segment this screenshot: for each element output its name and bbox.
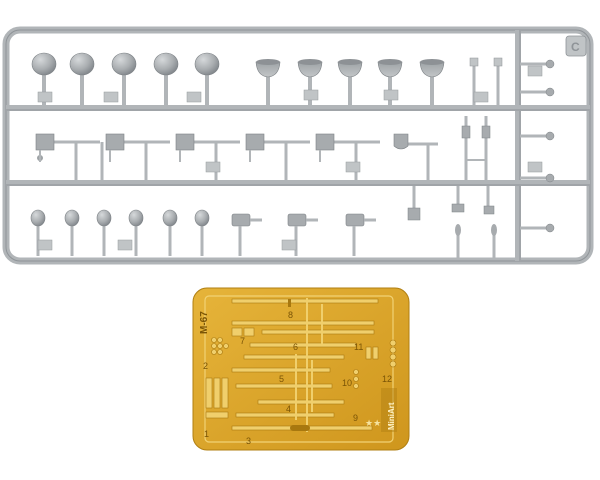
sprue-gate-tab: C	[565, 35, 587, 57]
grenade-row	[30, 209, 210, 256]
helmet-part	[186, 52, 220, 108]
grenade-part	[30, 209, 53, 256]
grenade-part	[117, 209, 144, 256]
digger-part	[35, 133, 104, 182]
vertical-tool-parts	[461, 116, 491, 180]
pe-number-6: 6	[293, 342, 298, 352]
photo-etch-fret: ★★ 1 2 3 4 5 6 7 8 9 10 11 12 M-67 MiniA…	[192, 287, 410, 451]
svg-text:MiniArt: MiniArt	[387, 402, 396, 430]
photo-etch-connectors	[295, 298, 323, 432]
side-tabs	[520, 59, 555, 233]
shovel-part	[393, 133, 438, 180]
digger-part	[315, 133, 380, 182]
miniart-logo: MiniArt	[381, 388, 397, 432]
pe-number-9: 9	[353, 413, 358, 423]
plastic-sprue: C	[2, 26, 594, 265]
pe-number-7: 7	[240, 336, 245, 346]
pe-number-2: 2	[203, 361, 208, 371]
photo-etch-strips	[231, 298, 379, 431]
pe-number-4: 4	[286, 404, 291, 414]
bowl-part	[377, 59, 403, 108]
pe-number-8: 8	[288, 310, 293, 320]
digger-part	[105, 133, 170, 182]
photo-etch-part-numbers: 1 2 3 4 5 6 7 8 9 10 11 12	[203, 310, 392, 446]
grenade-part	[194, 209, 210, 256]
can-row	[231, 213, 376, 256]
bowl-part	[255, 59, 281, 108]
helmet-row	[31, 52, 220, 108]
small-post-parts	[469, 57, 503, 106]
sprue-letter: C	[571, 40, 580, 54]
pe-number-12: 12	[382, 374, 392, 384]
bowl-part	[297, 59, 323, 108]
svg-text:★★: ★★	[365, 419, 381, 429]
bowl-part	[337, 59, 363, 108]
can-part	[281, 213, 318, 256]
photo-etch-code: M-67	[199, 311, 210, 334]
pe-number-1: 1	[204, 429, 209, 439]
helmet-part	[31, 52, 57, 108]
photo-etch-small-parts: ★★	[205, 327, 397, 429]
sprue-runners-horizontal	[6, 105, 590, 186]
pe-number-3: 3	[246, 436, 251, 446]
digger-part	[175, 133, 240, 182]
pe-number-10: 10	[342, 378, 352, 388]
grenade-part	[162, 209, 178, 256]
helmet-part	[103, 52, 137, 108]
helmet-part	[69, 52, 95, 108]
digger-part	[245, 133, 310, 182]
hook-parts	[407, 186, 497, 258]
helmet-part	[153, 52, 179, 108]
pe-number-11: 11	[354, 342, 363, 352]
grenade-part	[96, 209, 112, 256]
bowl-part	[419, 59, 445, 108]
pe-number-5: 5	[279, 374, 284, 384]
can-part	[345, 213, 376, 256]
digger-row	[35, 133, 438, 182]
grenade-part	[64, 209, 80, 256]
can-part	[231, 213, 262, 256]
bowl-row	[255, 59, 445, 108]
